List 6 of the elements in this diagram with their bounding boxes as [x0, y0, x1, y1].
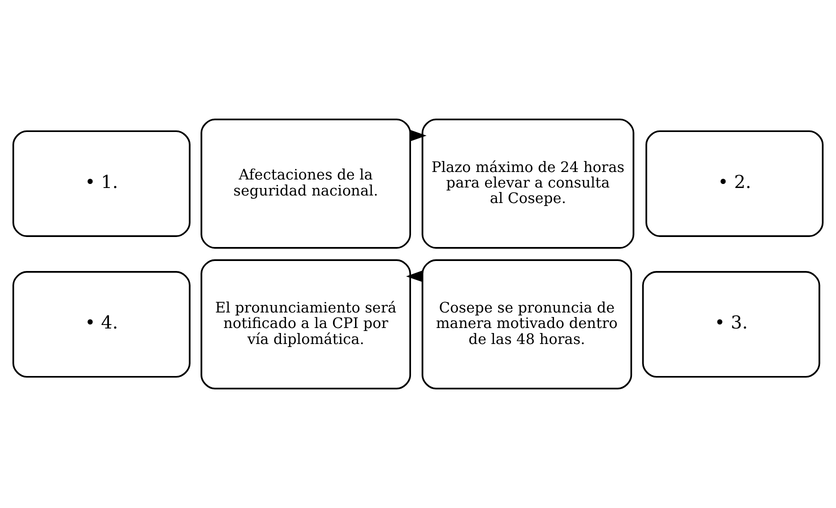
node-box: El pronunciamiento será notificado a la CPI por vía diplomática.: [200, 259, 412, 390]
node-box: • 3.: [642, 271, 820, 378]
node-box: • 1.: [12, 130, 191, 237]
node-box: • 2.: [645, 130, 824, 237]
node-box: Plazo máximo de 24 horas para elevar a consulta al Cosepe.: [422, 118, 634, 249]
node-box: • 4.: [12, 271, 191, 378]
